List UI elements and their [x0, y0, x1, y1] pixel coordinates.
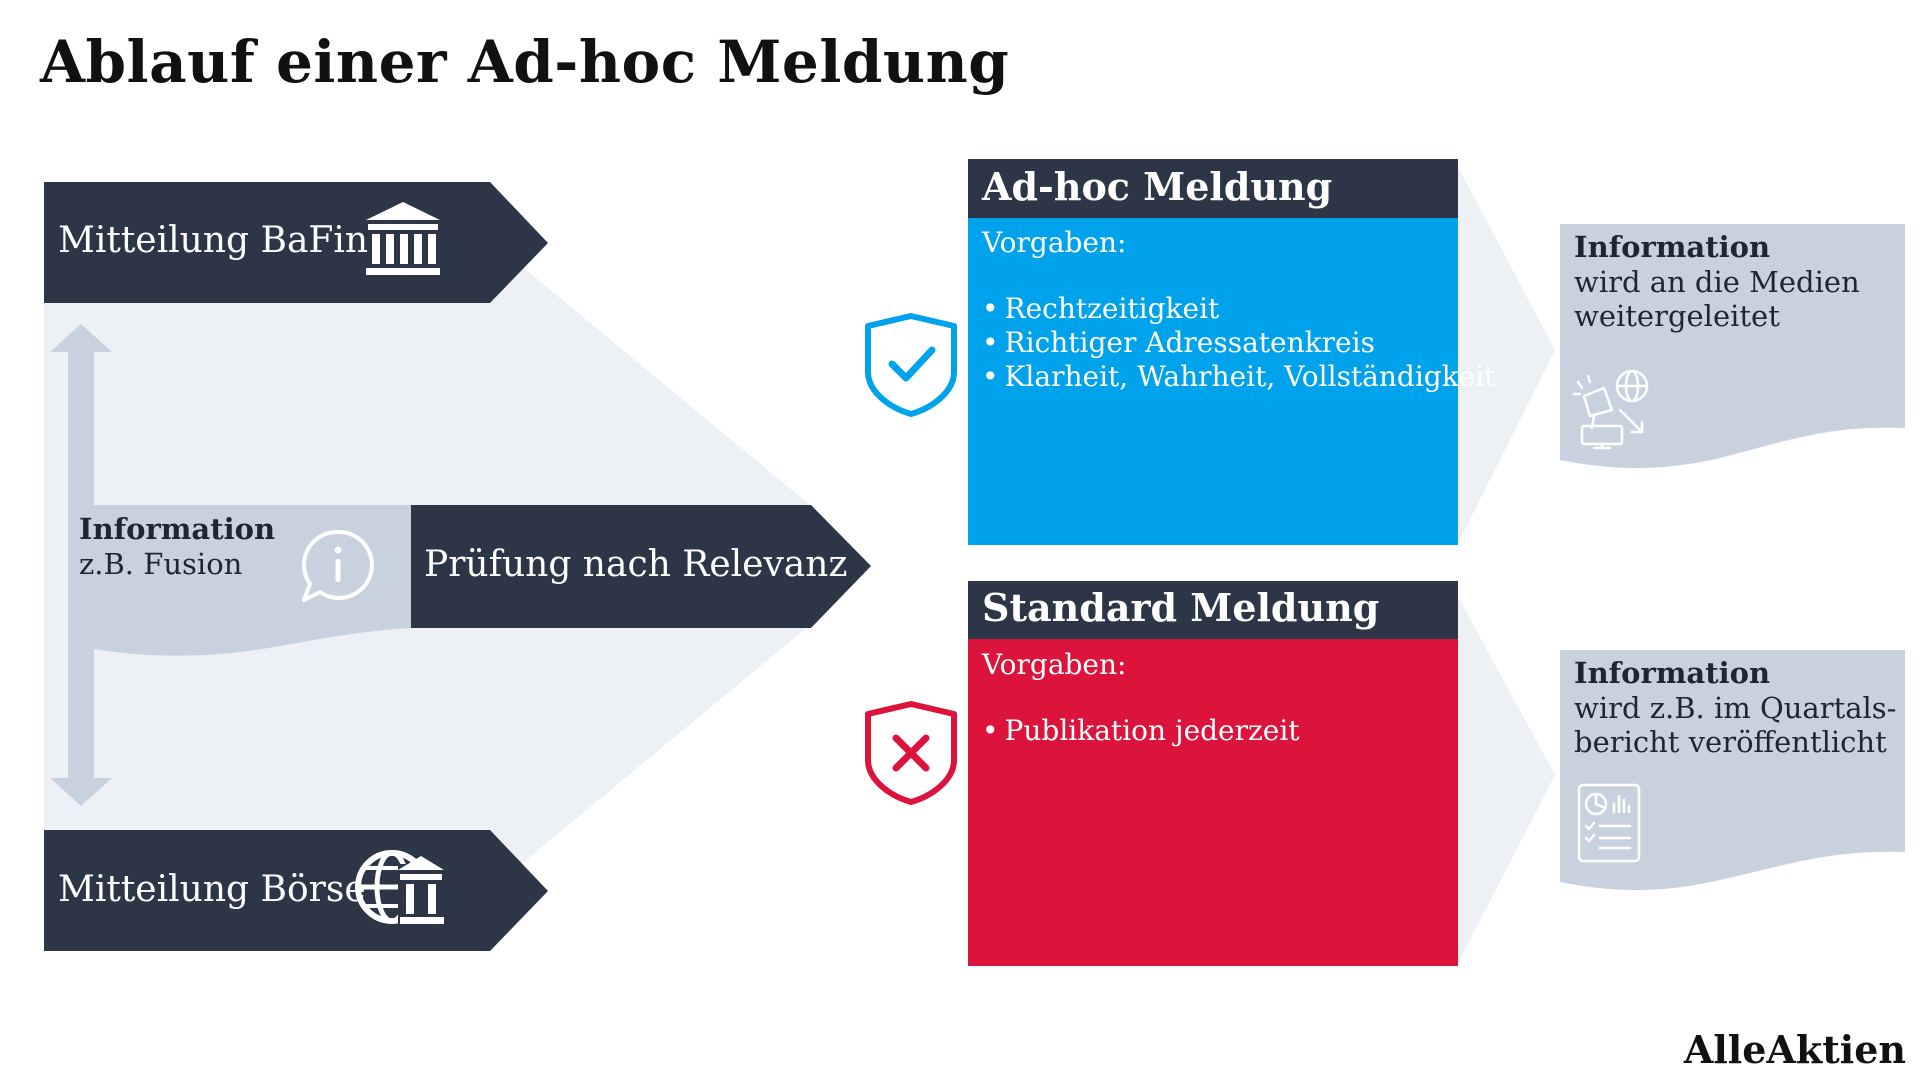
upper-output-funnel	[1457, 165, 1555, 545]
double-arrow-head-up	[50, 324, 112, 352]
media-outcome-title: Information	[1574, 230, 1771, 264]
media-broadcast-icon	[1572, 369, 1649, 450]
check-arrow-shape	[411, 505, 871, 628]
shield-x-icon	[865, 701, 957, 805]
adhoc-requirement-item: Richtiger Adressatenkreis	[982, 326, 1495, 360]
report-outcome-line2: bericht veröffentlicht	[1574, 725, 1887, 759]
info-speech-bubble-icon	[302, 529, 374, 602]
standard-requirement-item: Publikation jederzeit	[982, 714, 1300, 748]
standard-box-body	[968, 639, 1458, 966]
bafin-label: Mitteilung BaFin	[58, 220, 369, 261]
adhoc-requirements-list: Rechtzeitigkeit Richtiger Adressatenkrei…	[982, 292, 1496, 394]
report-outcome-line1: wird z.B. im Quartals-	[1574, 691, 1897, 725]
globe-exchange-icon	[355, 850, 444, 926]
adhoc-box-header	[968, 159, 1458, 218]
media-outcome-panel	[1560, 224, 1905, 468]
information-wave-bar	[68, 505, 411, 656]
page-title: Ablauf einer Ad-hoc Meldung	[40, 28, 1010, 96]
brand-logo-text: AlleAktien	[1683, 1027, 1906, 1072]
adhoc-heading: Ad-hoc Meldung	[982, 164, 1333, 209]
report-outcome-panel	[1560, 650, 1905, 890]
standard-vorgaben-label: Vorgaben:	[982, 648, 1127, 681]
media-outcome-line1: wird an die Medien	[1574, 265, 1860, 299]
boerse-label: Mitteilung Börse	[58, 869, 366, 910]
adhoc-requirement-item: Rechtzeitigkeit	[982, 292, 1495, 326]
media-outcome-line2: weitergeleitet	[1574, 299, 1780, 333]
check-label: Prüfung nach Relevanz	[424, 544, 848, 585]
standard-box-header	[968, 581, 1458, 639]
adhoc-requirement-item: Klarheit, Wahrheit, Vollständigkeit	[982, 360, 1496, 394]
lower-output-funnel	[1457, 595, 1555, 965]
adhoc-vorgaben-label: Vorgaben:	[982, 226, 1127, 259]
report-outcome-title: Information	[1574, 656, 1771, 690]
information-example: z.B. Fusion	[79, 547, 243, 581]
bank-building-icon	[366, 202, 440, 275]
standard-heading: Standard Meldung	[982, 585, 1380, 630]
standard-requirements-list: Publikation jederzeit	[982, 714, 1300, 748]
information-title: Information	[79, 512, 276, 546]
report-document-icon	[1577, 783, 1641, 863]
double-arrow-head-down	[50, 778, 112, 806]
shield-check-icon	[865, 313, 957, 417]
